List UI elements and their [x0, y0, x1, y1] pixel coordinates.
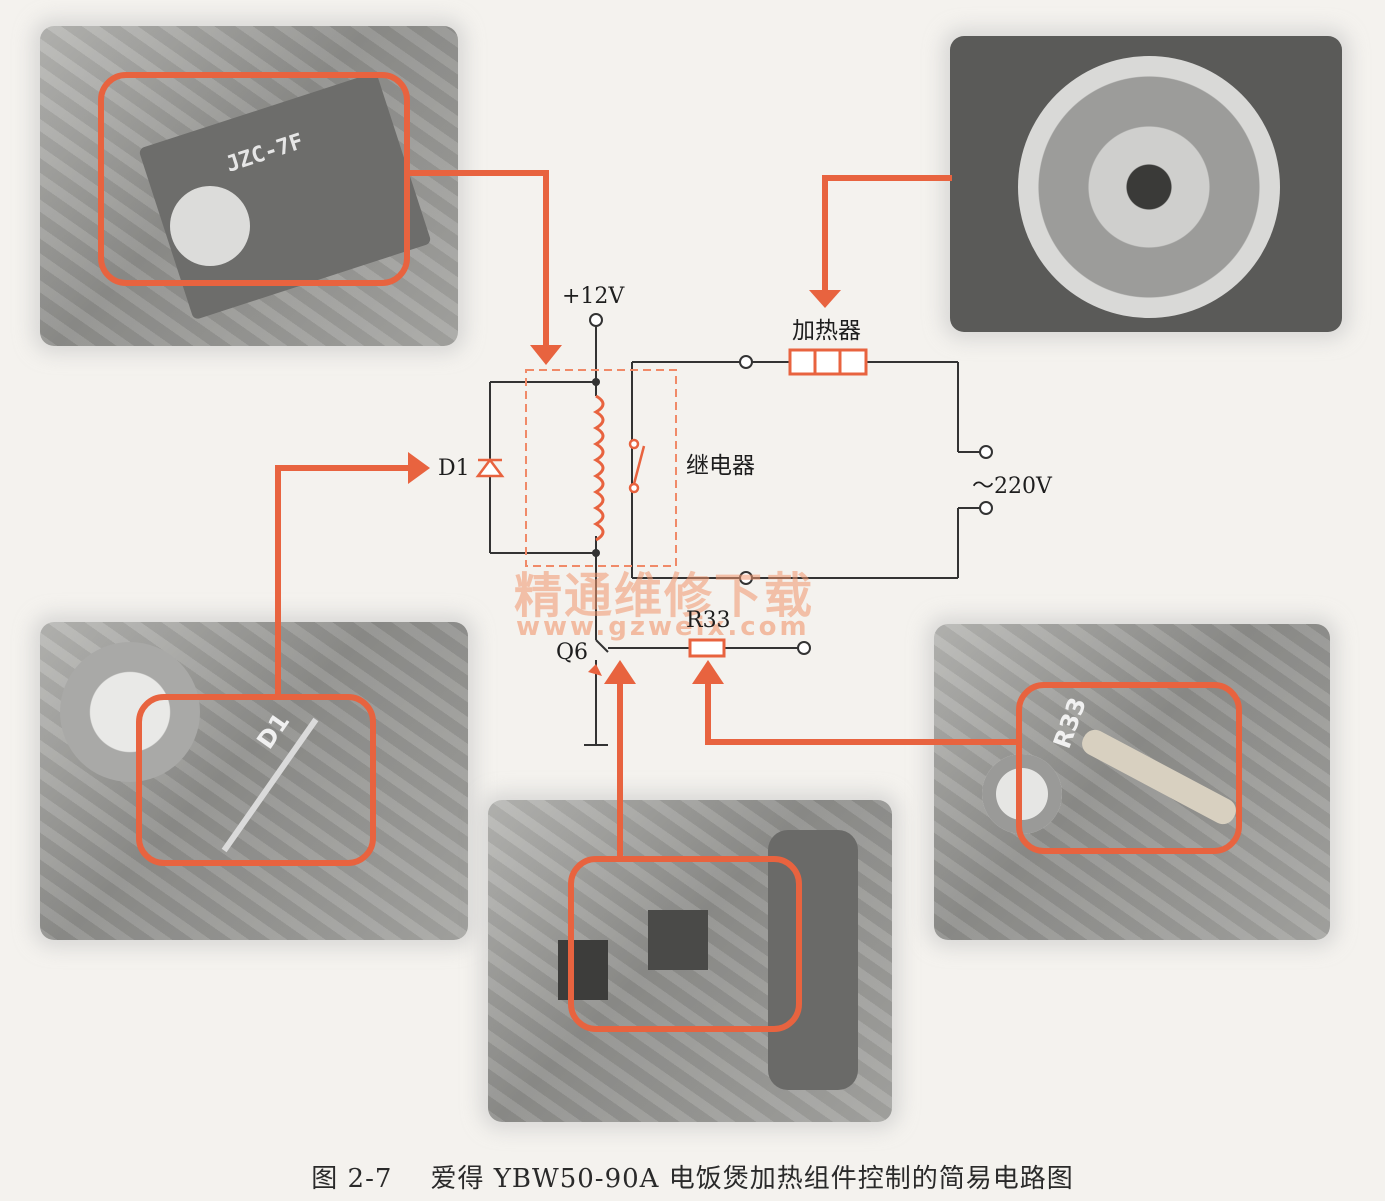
diode-symbol [475, 457, 505, 478]
figure-title: 爱得 YBW50-90A 电饭煲加热组件控制的简易电路图 [430, 1164, 1074, 1194]
vcc-label: +12V [562, 284, 625, 309]
watermark-url: www.gzweix.com [516, 612, 810, 642]
relay-photo: JZC-7F [40, 26, 458, 346]
q6-label: Q6 [556, 640, 589, 665]
relay-callout [410, 170, 549, 345]
heater-photo [950, 36, 1342, 332]
heater-element [788, 348, 868, 376]
vcc-terminal [589, 313, 603, 327]
relay-coil [592, 394, 605, 542]
ac-label: ～220V [972, 474, 1052, 499]
figure-number: 图 2-7 [311, 1164, 393, 1194]
resistor-photo: R33 [934, 624, 1330, 940]
transistor-photo [488, 800, 892, 1122]
heater-label: 加热器 [792, 318, 861, 344]
heater-callout [822, 175, 952, 290]
r33-terminal [797, 641, 811, 655]
figure-caption: 图 2-7 爱得 YBW50-90A 电饭煲加热组件控制的简易电路图 [0, 1158, 1385, 1195]
r33-label: R33 [686, 608, 731, 633]
ac-terminal-bottom [979, 501, 993, 515]
diode-photo: D1 [40, 622, 468, 940]
relay-label: 继电器 [686, 453, 755, 479]
relay-box [525, 369, 677, 567]
watermark-text: 精通维修下载 [514, 568, 815, 624]
ac-terminal-top [979, 445, 993, 459]
diode-callout [275, 465, 410, 694]
resistor-callout [705, 680, 1018, 745]
r33-resistor [688, 638, 726, 658]
heater-left-terminal [739, 355, 753, 369]
relay-contact [628, 438, 646, 494]
diode-label: D1 [438, 456, 470, 481]
